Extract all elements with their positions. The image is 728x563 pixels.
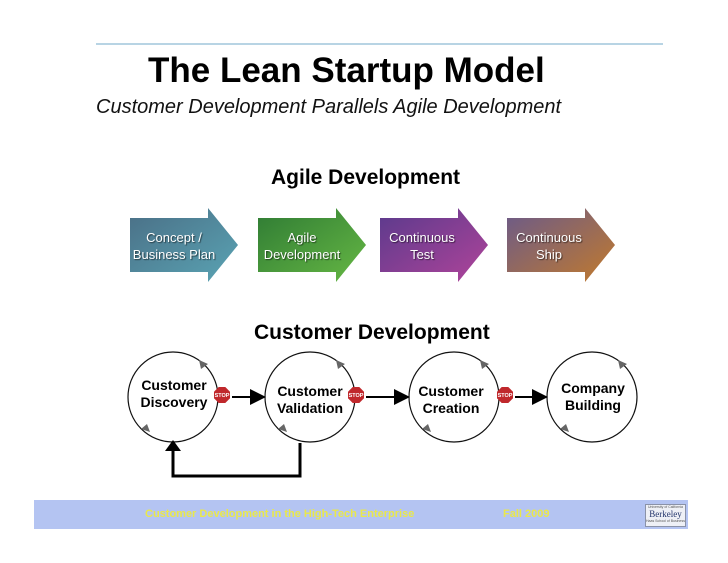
customer-step-4-line1: Company	[561, 380, 625, 396]
slide-subtitle: Customer Development Parallels Agile Dev…	[96, 96, 562, 118]
agile-arrow-2	[258, 208, 366, 282]
agile-step-1-line2: Business Plan	[132, 247, 216, 262]
customer-step-2-line1: Customer	[277, 383, 343, 399]
stop-sign-2-label: STOP	[349, 393, 364, 399]
agile-step-4-line1: Continuous	[516, 230, 582, 245]
customer-step-3-label: Customer Creation	[396, 383, 506, 417]
agile-step-1-line1: Concept /	[146, 230, 202, 245]
agile-step-4-line2: Ship	[535, 247, 563, 262]
agile-step-2-label: Agile Development	[242, 229, 362, 263]
footer-course: Customer Development in the High-Tech En…	[145, 508, 415, 520]
stop-sign-1-label: STOP	[215, 393, 230, 399]
customer-step-3-line2: Creation	[422, 400, 480, 416]
footer-band	[34, 500, 688, 529]
footer-term: Fall 2009	[503, 508, 550, 520]
stop-sign-3-label: STOP	[498, 393, 513, 399]
stop-sign-3: STOP	[497, 387, 513, 403]
agile-step-1-label: Concept / Business Plan	[114, 229, 234, 263]
stop-sign-2: STOP	[348, 387, 364, 403]
agile-arrow-4	[507, 208, 615, 282]
customer-heading: Customer Development	[254, 321, 490, 344]
customer-step-4-label: Company Building	[538, 380, 648, 414]
logo-university: University of California	[647, 505, 683, 509]
agile-heading: Agile Development	[271, 166, 461, 189]
customer-step-1-label: Customer Discovery	[119, 377, 229, 411]
stop-sign-1: STOP	[214, 387, 230, 403]
feedback-loop-arrowhead	[165, 440, 181, 451]
customer-step-2-line2: Validation	[276, 400, 344, 416]
stop-sign-3-shape	[497, 387, 513, 403]
agile-arrow-3	[380, 208, 488, 282]
agile-step-3-label: Continuous Test	[362, 229, 482, 263]
slide-title: The Lean Startup Model	[148, 51, 545, 90]
stop-sign-1-shape	[214, 387, 230, 403]
cycle-arrowheads	[141, 360, 627, 432]
agile-step-4-label: Continuous Ship	[489, 229, 609, 263]
agile-step-2-line2: Development	[263, 247, 341, 262]
berkeley-logo: University of California Berkeley Haas S…	[645, 504, 686, 527]
stop-sign-2-shape	[348, 387, 364, 403]
customer-step-1-line1: Customer	[141, 377, 207, 393]
feedback-loop-arrow	[171, 443, 302, 478]
logo-haas: Haas School of Business	[646, 519, 685, 523]
agile-arrow-1	[130, 208, 238, 282]
agile-step-2-line1: Agile	[287, 230, 317, 245]
top-rule	[96, 43, 663, 45]
customer-step-3-line1: Customer	[418, 383, 484, 399]
logo-berkeley: Berkeley	[649, 509, 682, 519]
customer-step-2-label: Customer Validation	[255, 383, 365, 417]
agile-step-3-line1: Continuous	[389, 230, 455, 245]
customer-step-1-line2: Discovery	[140, 394, 208, 410]
agile-step-3-line2: Test	[410, 247, 434, 262]
customer-step-4-line2: Building	[565, 397, 621, 413]
